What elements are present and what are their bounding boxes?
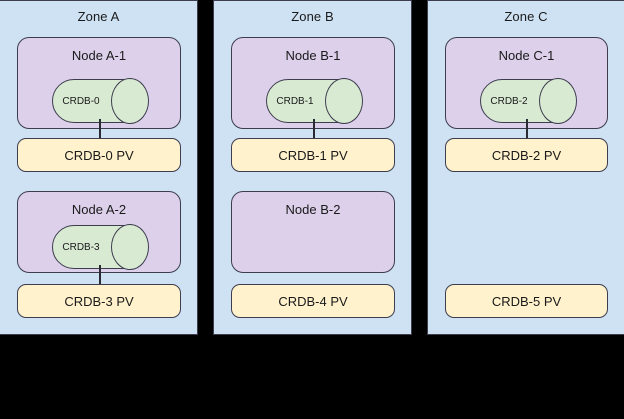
pv-box-crdb-4[interactable]: CRDB-4 PV <box>231 284 395 318</box>
node-box-b-2[interactable]: Node B-2 <box>231 191 395 273</box>
node-title-a-2: Node A-2 <box>71 202 127 217</box>
node-box-a-1[interactable]: Node A-1 CRDB-0 <box>17 37 181 129</box>
node-title-b-1: Node B-1 <box>285 48 341 63</box>
database-label-crdb-0: CRDB-0 <box>62 95 100 107</box>
database-label-crdb-2: CRDB-2 <box>490 95 528 107</box>
database-cylinder-crdb-2[interactable]: CRDB-2 <box>480 78 577 124</box>
node-box-c-1[interactable]: Node C-1 CRDB-2 <box>445 37 608 129</box>
node-box-b-1[interactable]: Node B-1 CRDB-1 <box>231 37 395 129</box>
node-title-a-1: Node A-1 <box>71 48 127 63</box>
database-cylinder-crdb-1[interactable]: CRDB-1 <box>266 78 363 124</box>
connector-crdb-3-to-pv <box>99 265 101 286</box>
zone-title-c: Zone C <box>504 9 548 24</box>
cylinder-cap <box>325 78 363 124</box>
zone-title-a: Zone A <box>77 9 120 24</box>
node-box-a-2[interactable]: Node A-2 CRDB-3 <box>17 191 181 273</box>
pv-box-crdb-2[interactable]: CRDB-2 PV <box>445 138 608 172</box>
database-label-crdb-3: CRDB-3 <box>62 241 100 253</box>
node-title-b-2: Node B-2 <box>285 202 341 217</box>
database-cylinder-crdb-0[interactable]: CRDB-0 <box>52 78 149 124</box>
zone-container-a: Zone A Node A-1 CRDB-0 CRDB-0 PV Node A-… <box>0 0 198 335</box>
cylinder-cap <box>111 78 149 124</box>
zone-title-b: Zone B <box>291 9 334 24</box>
connector-crdb-1-to-pv <box>313 119 315 140</box>
node-title-c-1: Node C-1 <box>498 48 555 63</box>
connector-crdb-0-to-pv <box>99 119 101 140</box>
pv-box-crdb-1[interactable]: CRDB-1 PV <box>231 138 395 172</box>
database-cylinder-crdb-3[interactable]: CRDB-3 <box>52 224 149 270</box>
connector-crdb-2-to-pv <box>526 119 528 140</box>
pv-box-crdb-3[interactable]: CRDB-3 PV <box>17 284 181 318</box>
zone-container-c: Zone C Node C-1 CRDB-2 CRDB-2 PV CRDB-5 … <box>427 0 624 335</box>
database-label-crdb-1: CRDB-1 <box>276 95 314 107</box>
cylinder-cap <box>111 224 149 270</box>
zone-container-b: Zone B Node B-1 CRDB-1 CRDB-1 PV Node B-… <box>213 0 412 335</box>
pv-box-crdb-0[interactable]: CRDB-0 PV <box>17 138 181 172</box>
cylinder-cap <box>539 78 577 124</box>
pv-box-crdb-5[interactable]: CRDB-5 PV <box>445 284 608 318</box>
